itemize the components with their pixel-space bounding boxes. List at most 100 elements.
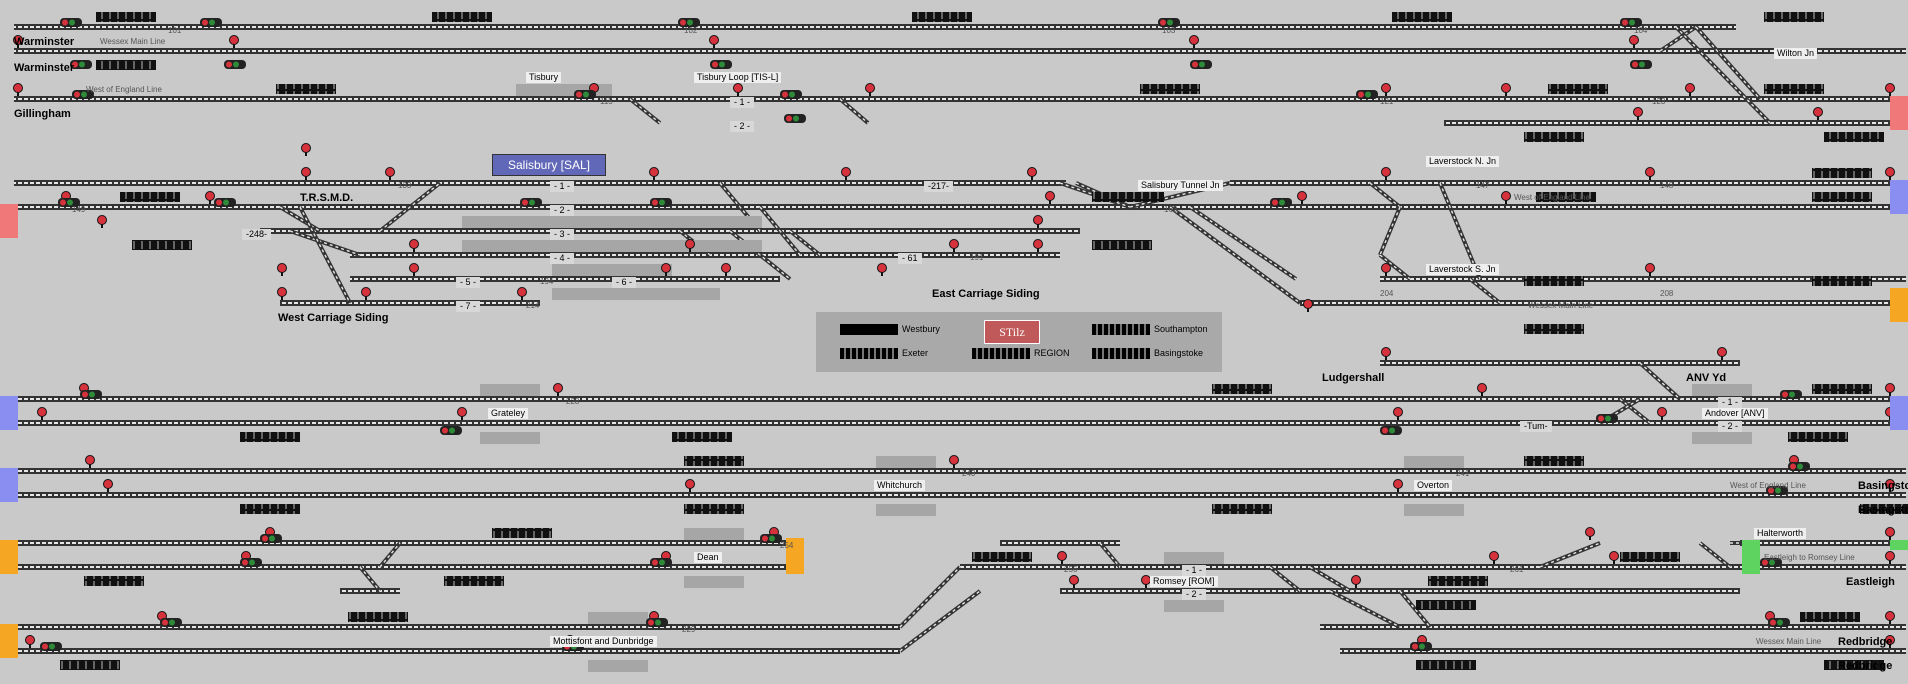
platform-sal-6: - 6 - [612,277,637,288]
signal-aspect [1797,463,1803,470]
platform-zone [462,216,762,228]
track-crossover [899,590,981,652]
signal-head [949,239,959,249]
track-segment [1320,624,1906,630]
signal-head [553,383,563,393]
legend-westbury: Westbury [902,324,940,334]
edge-tab-west-orange-1[interactable] [0,540,18,574]
signal-aspect [1777,619,1783,626]
station-gillingham: Gillingham [14,108,71,120]
signal-head [1477,383,1487,393]
track-segment [14,396,1906,402]
line-name-woe-top: West of England Line [86,85,162,94]
label-tisbury: Tisbury [526,72,562,83]
platform-61: - 61 [898,253,922,264]
train-describer-box [1620,552,1680,562]
edge-tab-east-blue-2[interactable] [1890,396,1908,430]
track-segment [14,24,1736,30]
line-name-woe-basing: West of England Line [1730,481,1806,490]
signal-head [1633,107,1643,117]
line-name-wessex-bottom: Wessex Main Line [1756,637,1822,646]
platform-248: -248- [242,229,272,240]
signal-aspect [209,19,215,26]
berth-261: 261 [1510,565,1524,574]
station-basingstoke-1: Basingstoke [1858,480,1908,492]
track-segment [1444,120,1906,126]
legend-swatch-westbury [840,324,898,335]
stilz-badge[interactable]: STilz [984,320,1040,344]
signal-head [1657,407,1667,417]
track-crossover [1099,542,1121,568]
signal-aspect [712,61,718,68]
platform-zone [876,456,936,468]
train-describer-box [1536,192,1596,202]
berth-254: 254 [780,541,794,550]
salisbury-badge[interactable]: Salisbury [SAL] [492,154,606,176]
train-describer-box [972,552,1032,562]
station-redbridge-2: Redbridge [1838,660,1893,672]
edge-tab-east-red[interactable] [1890,96,1908,130]
signal-head [1813,107,1823,117]
edge-tab-west-blue-2[interactable] [0,468,18,502]
signal-aspect [442,427,448,434]
label-mottisfont: Mottisfont and Dunbridge [550,636,657,647]
train-describer-box [60,660,120,670]
track-segment [280,300,540,306]
track-crossover [899,566,961,628]
train-describer-box [1212,384,1272,394]
signal-head [97,215,107,225]
signal-aspect [1365,91,1371,98]
track-segment [14,180,1066,186]
track-crossover [789,230,821,256]
platform-tis-2: - 2 - [730,121,755,132]
platform-zone [480,384,540,396]
train-describer-box [1812,384,1872,394]
signal-head [409,263,419,273]
platform-anv-1: - 1 - [1718,397,1743,408]
signal-aspect [1790,463,1796,470]
signal-head [1045,191,1055,201]
platform-sal-2: - 2 - [550,205,575,216]
signal-aspect [659,199,665,206]
berth-229: 229 [682,625,696,634]
edge-tab-west-red[interactable] [0,204,18,238]
platform-zone [588,612,648,624]
legend-swatch-basingstoke [1092,348,1150,359]
signal-aspect [1272,199,1278,206]
track-segment [260,228,1080,234]
berth-163: 163 [1164,205,1178,214]
track-crossover [379,542,401,568]
signal-aspect [262,535,268,542]
signal-aspect [449,427,455,434]
signal-head [1609,551,1619,561]
label-laverstock-n: Laverstock N. Jn [1426,156,1500,167]
station-ludgershall: Ludgershall [1322,372,1385,384]
signal-head [229,35,239,45]
signal-head [277,287,287,297]
train-describer-boxes [60,12,1908,670]
signal-head [385,167,395,177]
signal-aspect [652,199,658,206]
signal-head [1381,83,1391,93]
platform-zone [684,576,744,588]
signal-head [1645,167,1655,177]
label-salisbury-tunnel-jn: Salisbury Tunnel Jn [1138,180,1223,191]
track-crossover [379,182,441,232]
platform-tis-1: - 1 - [730,97,755,108]
edge-tab-east-orange[interactable] [1890,288,1908,322]
edge-tab-west-blue-1[interactable] [0,396,18,430]
edge-tab-west-orange-2[interactable] [0,624,18,658]
track-crossover [1188,205,1298,281]
edge-tab-east-blue[interactable] [1890,180,1908,214]
edge-tab-east-green[interactable] [1742,540,1760,574]
signal-aspect [216,199,222,206]
signal-aspect [680,19,686,26]
edge-tab-mid-orange[interactable] [786,538,804,574]
signal-head [1885,83,1895,93]
platform-zone [1692,432,1752,444]
signal-head [1057,551,1067,561]
signal-aspect [162,619,168,626]
train-describer-box [1764,84,1824,94]
edge-tab-east-green-2[interactable] [1890,540,1908,550]
signal-aspect [1199,61,1205,68]
